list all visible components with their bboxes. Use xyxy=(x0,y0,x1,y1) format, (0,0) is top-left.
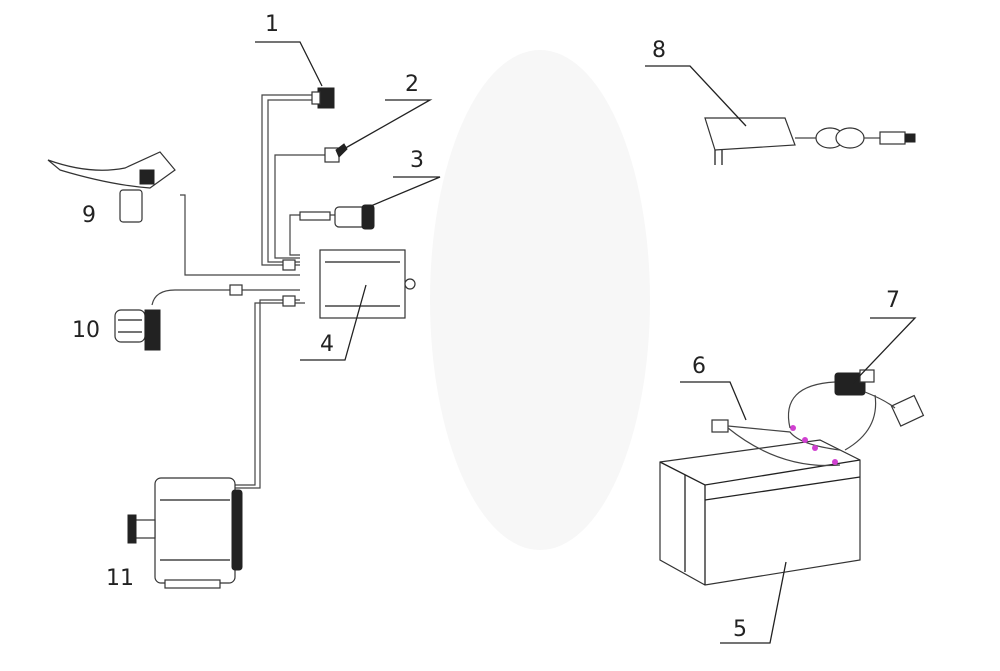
part-5-battery xyxy=(659,439,861,586)
callout-7: 7 xyxy=(886,288,900,313)
callout-6: 6 xyxy=(692,354,706,379)
part-8-charger xyxy=(704,117,916,165)
part-10-throttle xyxy=(114,289,176,351)
callout-8: 8 xyxy=(652,38,666,63)
callout-9: 9 xyxy=(82,203,96,228)
callout-4: 4 xyxy=(320,332,334,357)
part-7-fuse-holder xyxy=(788,369,925,451)
part-4-controller xyxy=(229,249,416,319)
callout-10: 10 xyxy=(72,318,100,343)
leader-lines xyxy=(255,41,917,644)
part-11-motor xyxy=(127,477,243,589)
part-1-connector xyxy=(311,87,335,109)
part-9-brake-lever xyxy=(47,151,176,223)
callout-3: 3 xyxy=(410,148,424,173)
callout-1: 1 xyxy=(265,12,279,37)
part-3-charging-socket xyxy=(299,204,375,230)
wiring-harness xyxy=(175,94,335,489)
part-2-switch xyxy=(324,143,348,163)
callout-2: 2 xyxy=(405,72,419,97)
callout-11: 11 xyxy=(106,566,134,591)
watermark-shape xyxy=(430,50,650,550)
part-6-battery-harness xyxy=(711,419,841,467)
callout-5: 5 xyxy=(733,617,747,642)
